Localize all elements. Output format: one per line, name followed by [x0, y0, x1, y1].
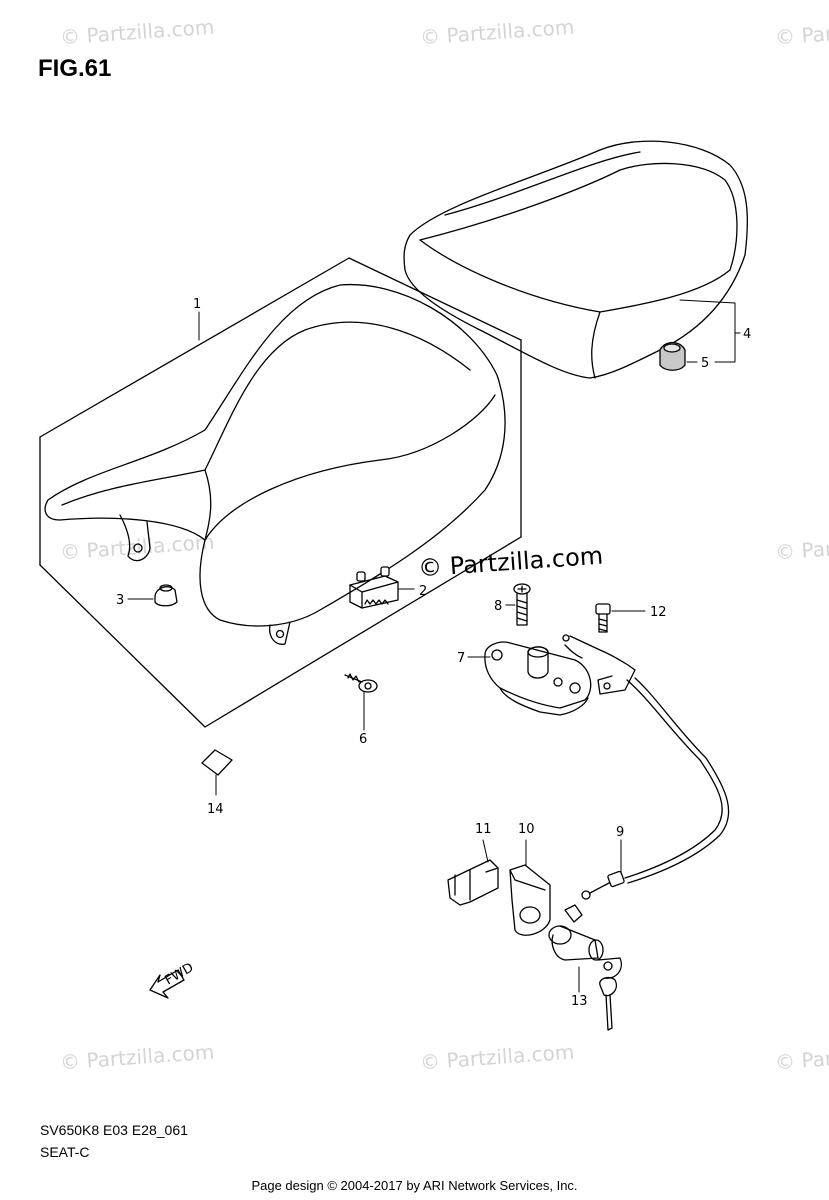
callout-3: 3 — [116, 593, 124, 608]
callout-numbers: 1 2 3 4 5 6 7 8 9 10 11 12 13 14 — [116, 297, 751, 1009]
group-frame — [39, 257, 522, 728]
model-code: SV650K8 E03 E28_061 — [40, 1122, 188, 1138]
callout-13: 13 — [571, 994, 588, 1009]
part-2 — [349, 566, 399, 609]
part-9-cable — [569, 635, 730, 900]
callout-9: 9 — [616, 825, 624, 840]
fwd-label: FWD — [163, 960, 197, 988]
front-seat — [44, 283, 506, 645]
callout-5: 5 — [701, 356, 709, 371]
part-5 — [659, 341, 686, 371]
part-11 — [447, 859, 499, 906]
callout-11: 11 — [475, 822, 492, 837]
section-name: SEAT-C — [40, 1144, 90, 1160]
fwd-arrow-icon: FWD — [149, 960, 197, 999]
callout-1: 1 — [193, 297, 201, 312]
part-7-latch — [484, 634, 592, 716]
part-13-lock — [548, 904, 622, 1031]
leader-lines — [127, 299, 741, 993]
part-10 — [509, 864, 551, 936]
part-3 — [154, 584, 178, 607]
callout-12: 12 — [650, 605, 667, 620]
callout-2: 2 — [419, 584, 427, 599]
callout-14: 14 — [207, 802, 224, 817]
part-14 — [201, 749, 233, 776]
callout-7: 7 — [457, 651, 465, 666]
part-8 — [513, 583, 531, 626]
footer-copyright: Page design © 2004-2017 by ARI Network S… — [251, 1178, 578, 1193]
figure-title: FIG.61 — [38, 55, 112, 82]
callout-4: 4 — [743, 327, 751, 342]
callout-10: 10 — [518, 822, 535, 837]
part-12 — [595, 603, 611, 633]
part-6 — [344, 673, 378, 693]
rear-seat — [403, 140, 749, 379]
callout-6: 6 — [359, 732, 367, 747]
callout-8: 8 — [494, 599, 502, 614]
